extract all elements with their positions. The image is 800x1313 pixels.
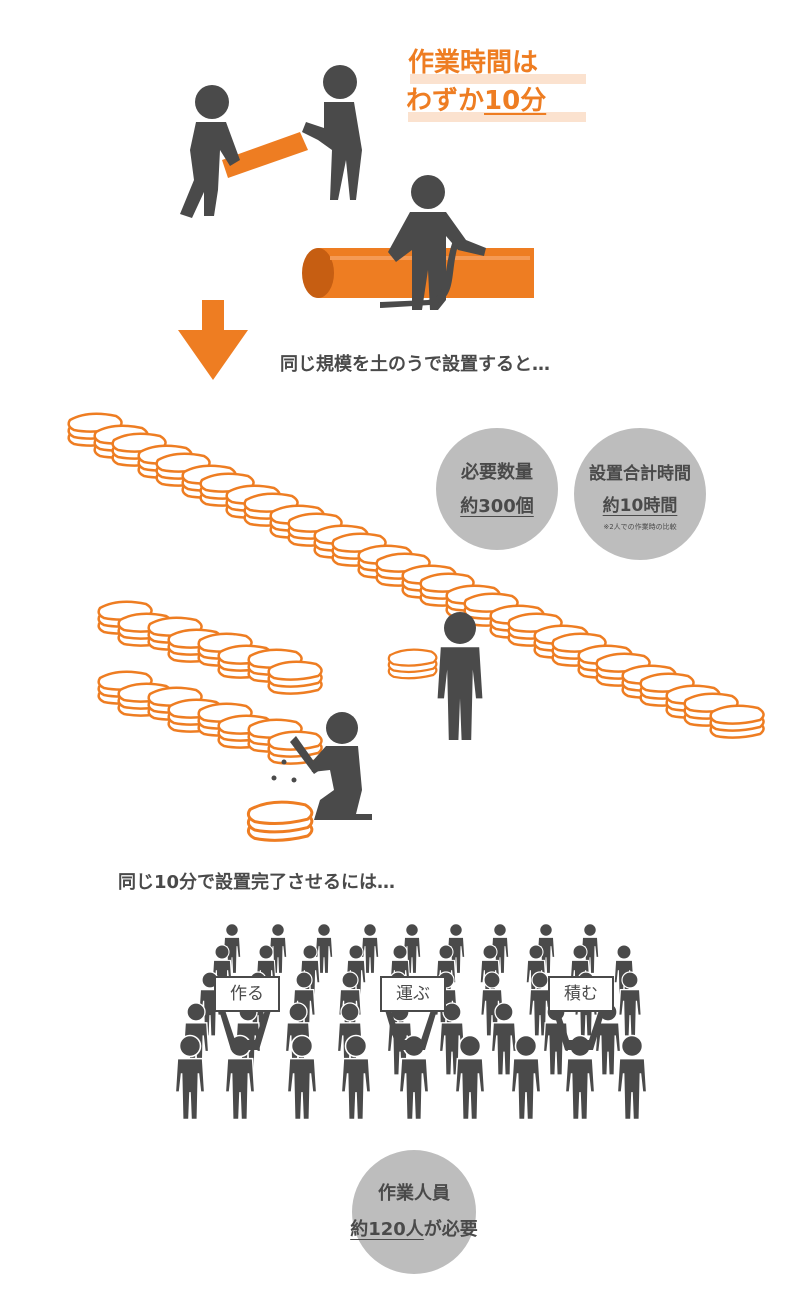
sign-holder-arms [219,1010,271,1050]
sign-holder-arms [553,1010,605,1050]
circle-required-count: 必要数量 約300個 [436,428,558,550]
total-time-note: ※2人での作業時の比較 [603,523,677,531]
crouching-worker-figure [271,712,372,820]
sandbag [387,648,438,680]
sign-make: 作る [214,976,280,1012]
crowd-person [360,923,380,974]
crowd-person [616,1034,648,1121]
headline-line-2: わずか10分 [398,82,600,122]
caption-people: 同じ10分で設置完了させるには… [118,872,396,893]
crowd-person [490,1002,518,1076]
total-time-label: 設置合計時間 [589,464,691,484]
sandbag [267,660,323,695]
workers-label: 作業人員 [378,1183,450,1204]
worker-figure [302,65,362,200]
down-arrow-icon [178,300,248,380]
worker-figure [180,85,240,218]
sandbag-illustration [67,412,765,842]
crowd-person [286,1034,318,1121]
crowd-person [618,971,642,1037]
total-time-value: 約10時間 [602,496,678,516]
sandbag [246,800,314,842]
caption-sandbags: 同じ規模を土のうで設置すると… [280,354,550,375]
crowd-person [174,1034,206,1121]
headline-line-1: 作業時間は [400,44,600,84]
workers-value: 約120人が必要 [350,1219,478,1240]
sign-stack: 積む [548,976,614,1012]
required-count-value: 約300個 [460,496,534,517]
sandbag [709,704,765,739]
tube-install-illustration [180,65,534,310]
required-count-label: 必要数量 [461,462,533,483]
worker-figure [437,612,483,740]
crowd-person [340,1034,372,1121]
crowd-person [314,923,334,974]
crowd-person [510,1034,542,1121]
headline: 作業時間は わずか10分 [398,44,600,122]
worker-figure [380,175,486,310]
sign-carry: 運ぶ [380,976,446,1012]
crowd-person [454,1034,486,1121]
sign-holder-arms [385,1010,437,1050]
circle-workers: 作業人員 約120人が必要 [350,1150,478,1274]
carried-tube [222,132,308,178]
circle-total-time: 設置合計時間 約10時間 ※2人での作業時の比較 [574,428,706,560]
